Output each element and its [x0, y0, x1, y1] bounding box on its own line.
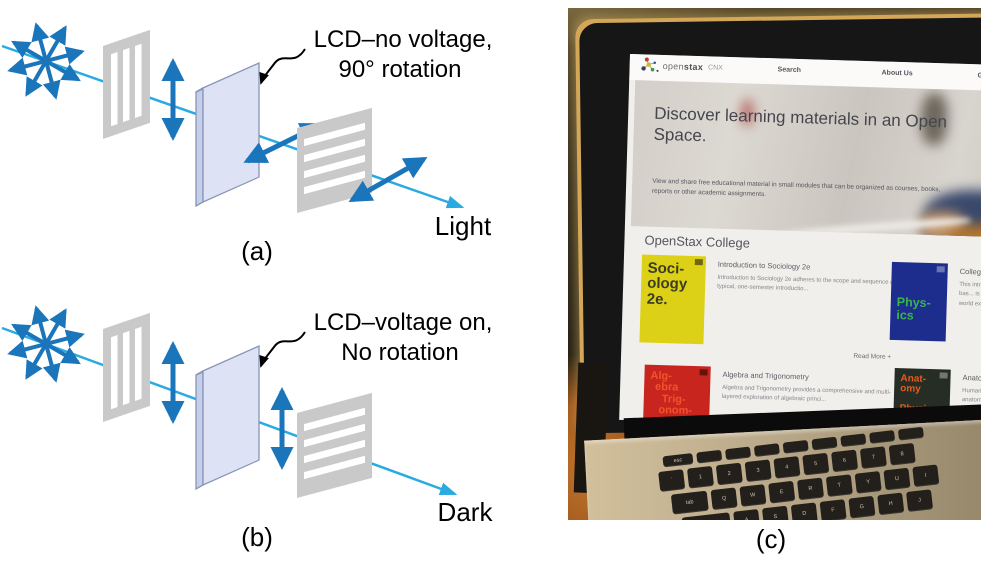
nav-about-us[interactable]: About Us — [881, 69, 913, 78]
book-title[interactable]: Algebra and Trigonometry — [722, 369, 809, 382]
book-title[interactable]: College Physics — [959, 266, 981, 278]
unpolarized-light-star — [10, 308, 81, 379]
keyboard-key[interactable]: Q — [710, 487, 738, 511]
keyboard-key[interactable] — [811, 436, 838, 451]
openstax-cover-logo-icon — [939, 372, 948, 379]
diagram-lcd-voltage-on: LCD–voltage on, No rotation Dark (b) — [1, 283, 494, 552]
keyboard-key[interactable] — [753, 443, 780, 457]
horizontal-polarization-arrow — [348, 156, 428, 203]
book-cover: Phys-ics — [889, 261, 948, 342]
lcd-label-line2: 90° rotation — [338, 56, 461, 83]
lcd-label-line2: No rotation — [341, 339, 458, 366]
horizontal-polarizer — [297, 392, 372, 498]
hero-subtitle: View and share free educational material… — [651, 177, 941, 199]
keyboard-key[interactable] — [840, 433, 867, 448]
molecule-icon — [641, 57, 659, 72]
nav-search[interactable]: Search — [777, 66, 802, 75]
keyboard-key[interactable]: caps lock — [681, 512, 732, 520]
keyboard-key[interactable]: esc — [662, 453, 694, 468]
section-heading: OpenStax College — [644, 232, 751, 251]
keyboard-key[interactable]: 2 — [715, 462, 743, 486]
keyboard-key[interactable]: S — [761, 505, 790, 520]
panel-c-caption: (c) — [755, 524, 787, 554]
keyboard-key[interactable]: T — [825, 474, 853, 497]
lcd-panel — [195, 62, 260, 207]
panel-b-caption: (b) — [241, 522, 273, 552]
book-title[interactable]: Introduction to Sociology 2e — [717, 259, 811, 272]
keyboard-key[interactable]: W — [739, 484, 767, 507]
openstax-logo[interactable]: openstax CNX — [639, 57, 723, 75]
logo-text: openstax — [662, 60, 704, 73]
keyboard-key[interactable]: R — [796, 477, 825, 501]
hero-banner: Discover learning materials in an Open S… — [630, 80, 981, 238]
logo-suffix: CNX — [707, 63, 723, 72]
keyboard-key[interactable]: Y — [854, 470, 882, 494]
keyboard-key[interactable]: 5 — [802, 452, 830, 476]
hero-title: Discover learning materials in an Open S… — [653, 103, 948, 146]
keyboard-key[interactable]: I — [912, 464, 940, 488]
openstax-cover-logo-icon — [699, 369, 708, 376]
panel-a-caption: (a) — [241, 236, 273, 266]
keyboard-key[interactable]: H — [877, 492, 905, 516]
keyboard-key[interactable]: U — [883, 467, 911, 491]
keyboard-key[interactable]: F — [819, 499, 847, 520]
keyboard-key[interactable]: 3 — [744, 459, 772, 483]
keyboard-key[interactable]: E — [768, 480, 796, 504]
keyboard-key[interactable] — [869, 430, 896, 444]
nav-give[interactable]: Give — [977, 72, 981, 80]
laptop-screen: openstax CNX Search About Us Give Discov… — [619, 54, 981, 432]
keyboard-key[interactable] — [725, 446, 752, 461]
book-description: Algebra and Trigonometry provides a comp… — [721, 384, 891, 404]
keyboard-key[interactable]: G — [848, 495, 876, 519]
vertical-polarizer — [103, 29, 150, 139]
unpolarized-light-star — [10, 25, 81, 96]
openstax-website: openstax CNX Search About Us Give Discov… — [619, 54, 981, 432]
keyboard-key[interactable]: tab — [670, 490, 709, 515]
cover-line: 2e. — [646, 290, 668, 309]
keyboard-key[interactable]: ` — [658, 469, 686, 492]
keyboard-key[interactable]: 4 — [773, 456, 801, 479]
cover-line: omy — [900, 383, 921, 396]
keyboard-key[interactable] — [897, 426, 924, 441]
diagram-lcd-no-voltage: LCD–no voltage, 90° rotation Light (a) — [1, 0, 493, 266]
keyboard-key[interactable]: 6 — [831, 449, 859, 473]
lcd-label-line1: LCD–no voltage, — [314, 26, 493, 53]
keyboard-key[interactable]: J — [906, 489, 934, 512]
book-description: Introduction to Sociology 2e adheres to … — [717, 274, 901, 293]
keyboard-key[interactable]: 7 — [859, 446, 887, 469]
keyboard-key[interactable] — [782, 439, 809, 454]
keyboard-key[interactable]: 8 — [888, 442, 916, 466]
keyboard-key[interactable]: D — [790, 502, 818, 520]
keyboard-key[interactable]: 1 — [686, 465, 715, 489]
cover-line: ics — [896, 307, 914, 323]
keyboard-key[interactable]: A — [733, 508, 761, 520]
site-header: openstax CNX Search About Us Give — [629, 54, 981, 92]
output-label-light: Light — [435, 211, 492, 241]
output-label-dark: Dark — [438, 497, 494, 527]
keyboard-key[interactable] — [696, 449, 723, 464]
openstax-cover-logo-icon — [694, 259, 703, 266]
book-title[interactable]: Anatomy & Physiology — [962, 373, 981, 384]
book-card-physics[interactable]: Phys-ics College Physics This introducto… — [889, 261, 981, 344]
lcd-label-line1: LCD–voltage on, — [314, 309, 493, 336]
openstax-cover-logo-icon — [936, 266, 945, 273]
photo-laptop-openstax: openstax CNX Search About Us Give Discov… — [568, 8, 981, 520]
book-description: This introductory, algebra-bas... is gro… — [958, 281, 981, 308]
label-pointer-arrow — [259, 48, 306, 85]
lcd-panel — [195, 345, 260, 490]
vertical-polarizer — [103, 312, 150, 422]
label-pointer-arrow — [259, 331, 306, 368]
